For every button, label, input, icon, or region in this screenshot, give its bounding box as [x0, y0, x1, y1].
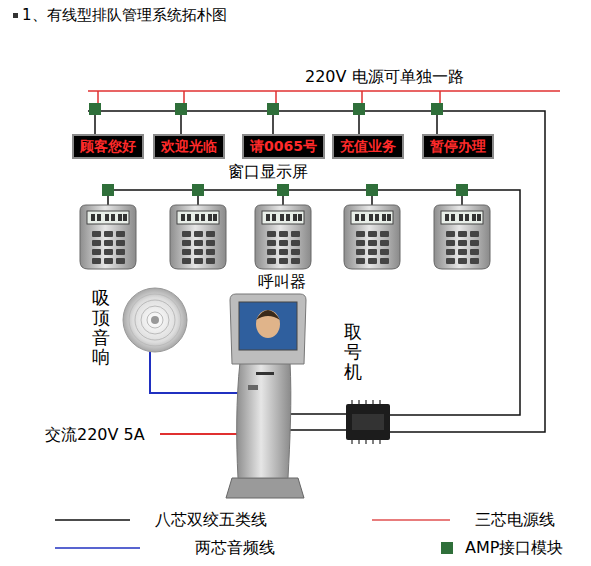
- display-screen: 请0065号: [242, 134, 325, 159]
- caller-device: [80, 205, 136, 269]
- display-screen: 欢迎光临: [153, 134, 225, 159]
- wiring: [88, 90, 560, 92]
- wiring: [88, 111, 545, 432]
- wiring: [95, 115, 437, 134]
- ceiling-speaker: [141, 306, 169, 334]
- ceiling-speaker: [147, 312, 163, 328]
- amp-module: [192, 184, 204, 196]
- legend-swatch: [441, 542, 453, 554]
- ceiling-speaker: [123, 288, 187, 352]
- legend-line-sample: [372, 519, 450, 521]
- ceiling-speaker: [135, 300, 175, 340]
- screen-text: 顾客您好: [80, 138, 136, 155]
- diagram-label: 窗口显示屏: [228, 162, 308, 181]
- diagram-label: 吸顶音响: [92, 288, 110, 367]
- ticket-kiosk: [256, 310, 280, 338]
- ticket-kiosk: [226, 294, 306, 498]
- amp-module: [102, 184, 114, 196]
- legend-line-sample: [55, 547, 140, 549]
- ceiling-speaker: [129, 294, 181, 346]
- amp-module: [366, 184, 378, 196]
- amp-module: [89, 103, 101, 115]
- hub-box: [352, 414, 384, 430]
- legend-text: 两芯音频线: [195, 538, 275, 557]
- wiring: [98, 91, 440, 103]
- legend-text: AMP接口模块: [465, 538, 563, 557]
- caller-device: [434, 205, 490, 269]
- caller-device: [344, 205, 400, 269]
- amp-module: [277, 184, 289, 196]
- hub-box: [346, 404, 390, 440]
- display-screen: 充值业务: [332, 134, 404, 159]
- hub-box: [346, 400, 390, 444]
- wiring: [103, 190, 520, 415]
- ticket-kiosk: [248, 385, 258, 390]
- diagram-label: 交流220V 5A: [45, 425, 145, 444]
- display-screen: 暂停办理: [422, 134, 494, 159]
- amp-module: [353, 103, 365, 115]
- diagram-label: 取号机: [344, 322, 362, 381]
- amp-module: [431, 103, 443, 115]
- screen-text: 欢迎光临: [161, 138, 217, 155]
- display-screen: 顾客您好: [72, 134, 144, 159]
- amp-module: [89, 103, 468, 196]
- ceiling-speaker: [123, 288, 187, 352]
- wiring: [88, 91, 560, 434]
- ticket-kiosk: [256, 372, 274, 375]
- ticket-kiosk: [239, 302, 297, 350]
- bullet-mark: [13, 13, 18, 18]
- ticket-kiosk: [237, 362, 291, 478]
- wiring: [108, 195, 462, 205]
- ticket-kiosk: [256, 310, 280, 320]
- caller-device: [255, 205, 311, 269]
- amp-module: [456, 184, 468, 196]
- legend-text: 八芯双绞五类线: [155, 510, 267, 529]
- legend-line-sample: [55, 519, 130, 521]
- ticket-kiosk: [230, 294, 306, 364]
- screen-text: 请0065号: [250, 138, 317, 155]
- diagram-label: 220V 电源可单独一路: [305, 67, 464, 86]
- ceiling-speaker: [151, 316, 159, 324]
- caller-device: [170, 205, 226, 269]
- legend-text: 三芯电源线: [475, 510, 555, 529]
- screen-text: 充值业务: [340, 138, 396, 155]
- wiring: [160, 433, 237, 435]
- wiring: [288, 414, 346, 430]
- amp-module: [175, 103, 187, 115]
- amp-module: [267, 103, 279, 115]
- screen-text: 暂停办理: [430, 138, 486, 155]
- diagram-title: 1、有线型排队管理系统拓朴图: [22, 6, 227, 24]
- diagram-label: 呼叫器: [258, 272, 306, 291]
- wiring: [150, 352, 238, 393]
- ticket-kiosk: [226, 478, 304, 498]
